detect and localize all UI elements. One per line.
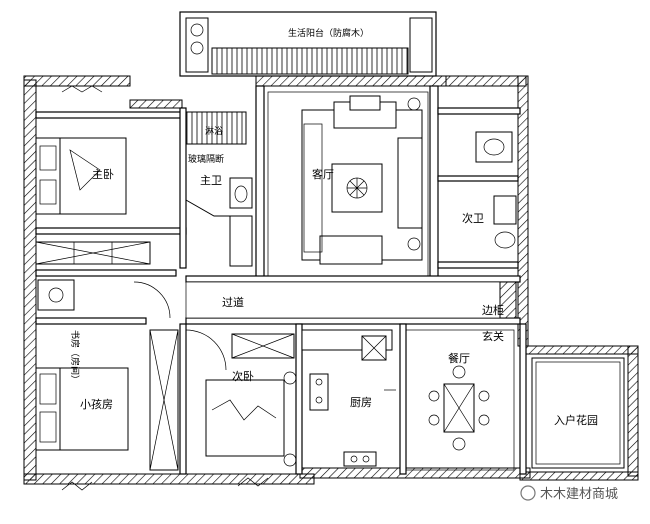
label-dining-room: 餐厅 [448, 351, 470, 365]
room-labels: 主卧 主卫 玻璃隔断 淋浴 客厅 生活阳台（防腐木） 次卫 过道 边柜 玄关 书… [69, 27, 598, 427]
label-second-bedroom: 次卧 [232, 369, 254, 383]
second-bath-fixtures [475, 131, 517, 249]
label-entry-cabinet: 边柜 [482, 304, 504, 317]
wechat-icon [520, 485, 536, 501]
watermark-text: 木木建材商城 [540, 487, 618, 502]
entrance-garden [531, 357, 625, 469]
label-foyer: 玄关 [482, 329, 504, 343]
living-room-furniture [267, 91, 429, 277]
label-balcony: 生活阳台（防腐木） [288, 27, 369, 39]
label-kids-room: 小孩房 [80, 398, 113, 411]
label-study: 书房（房间） [69, 330, 81, 384]
label-corridor: 过道 [222, 295, 244, 309]
entry-cabinet [499, 281, 517, 319]
label-master-bath: 主卫 [200, 174, 222, 187]
kitchen-fixtures [301, 329, 396, 467]
label-entrance-garden: 入户花园 [554, 413, 598, 427]
label-kitchen: 厨房 [350, 396, 372, 409]
dining-furniture [405, 329, 515, 471]
watermark: 木木建材商城 [520, 485, 618, 502]
kids-room-furniture [35, 329, 179, 491]
study-furniture [37, 279, 171, 319]
balcony [179, 11, 437, 77]
master-bedroom-furniture [35, 85, 151, 265]
label-glass-partition: 玻璃隔断 [188, 153, 224, 165]
label-master-bedroom: 主卧 [92, 168, 114, 181]
interior-walls [35, 85, 527, 475]
label-living-room: 客厅 [312, 167, 334, 181]
label-second-bath: 次卫 [462, 211, 484, 225]
second-bedroom-furniture [185, 329, 297, 487]
master-bath-fixtures [185, 111, 253, 267]
label-shower: 淋浴 [205, 125, 223, 137]
